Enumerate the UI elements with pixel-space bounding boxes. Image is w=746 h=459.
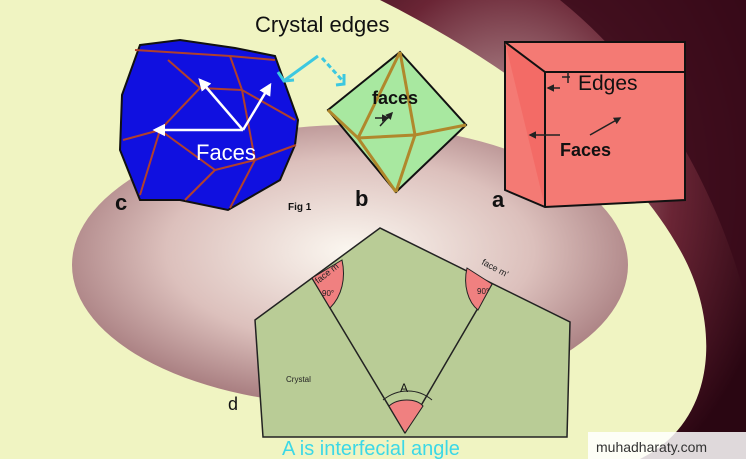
interfacial-angle-diagram: A 90° 90° face m face m' Crystal <box>254 227 571 438</box>
watermark-logo: muhadharaty.com <box>588 432 746 459</box>
watermark-text: muhadharaty.com <box>596 439 707 455</box>
crystal-label: Crystal <box>286 375 311 384</box>
figure-label: Fig 1 <box>288 202 312 213</box>
label-d: d <box>228 394 238 414</box>
crystal-b-faces-label: faces <box>372 88 418 108</box>
arrow-icon <box>589 117 622 136</box>
crystal-b-octahedron: faces <box>326 50 468 194</box>
angle-a-wedge <box>388 399 424 434</box>
angle-a-label: A <box>400 381 408 395</box>
arrow-icon <box>284 54 319 82</box>
angle-left-label: 90° <box>322 289 334 298</box>
crystal-a-cube: Edges Faces <box>504 41 686 209</box>
edge-pointer-arrows <box>276 54 346 87</box>
crystal-c-faces-label: Faces <box>196 140 256 165</box>
right-angle-left <box>311 259 344 309</box>
label-c: c <box>115 190 127 215</box>
angle-right-label: 90° <box>477 287 489 296</box>
right-angle-right <box>465 267 493 311</box>
label-a: a <box>492 187 505 212</box>
label-b: b <box>355 186 368 211</box>
arrow-icon <box>320 56 344 82</box>
arrow-icon <box>335 74 346 87</box>
cube-faces-label: Faces <box>560 140 611 160</box>
arrow-icon <box>276 71 295 83</box>
dark-corner-shadow <box>560 0 746 300</box>
arrow-icon <box>198 78 244 131</box>
arrow-icon <box>241 82 272 131</box>
crystal-c-cuboctahedron: Faces <box>118 38 300 212</box>
cube-edges-label: Edges <box>578 72 638 95</box>
title-crystal-edges: Crystal edges <box>255 12 390 37</box>
interfacial-angle-caption: A is interfecial angle <box>282 438 460 459</box>
